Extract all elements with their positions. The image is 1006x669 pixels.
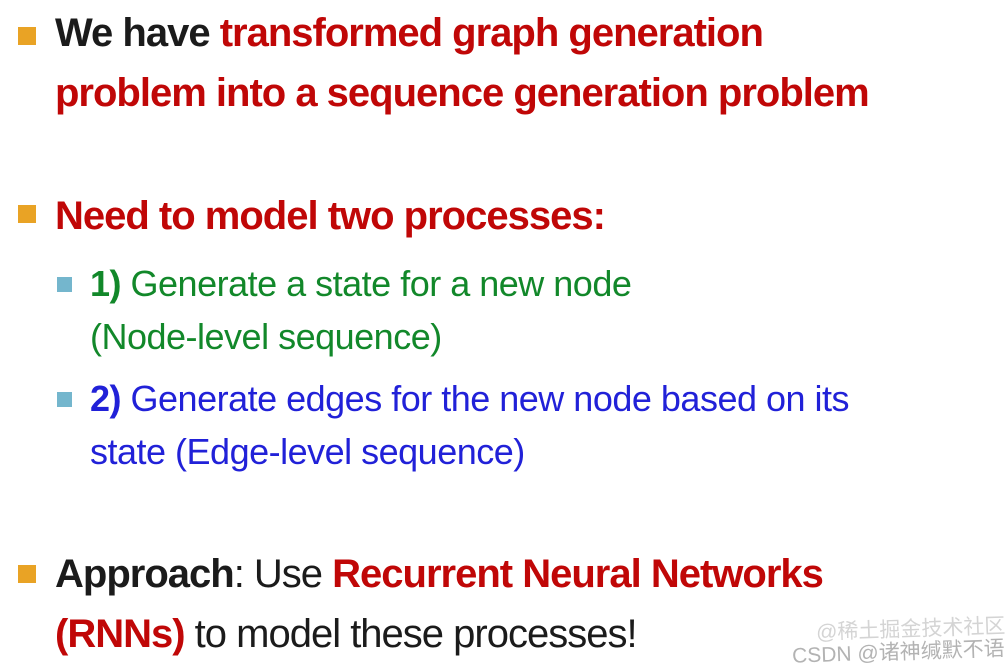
bullet-1-line-1: We have transformed graph generation xyxy=(55,3,869,63)
sub-bullet-2-line-1: 2) Generate edges for the new node based… xyxy=(90,372,850,425)
bullet-1-text: We have transformed graph generation pro… xyxy=(55,3,870,123)
bullet-square-icon xyxy=(18,27,36,45)
bullet-2-text: Need to model two processes: xyxy=(55,186,606,246)
watermark-csdn: CSDN @诸神缄默不语 xyxy=(791,637,1006,668)
sub-bullet-1-line-2: (Node-level sequence) xyxy=(90,310,631,363)
bullet-1-line-2: problem into a sequence generation probl… xyxy=(55,63,870,123)
bullet-2-line-1: Need to model two processes: xyxy=(55,186,606,246)
text-run: Recurrent Neural Networks xyxy=(332,552,824,596)
sub-bullet-1-text: 1) Generate a state for a new node (Node… xyxy=(90,257,632,363)
text-run: problem into a sequence generation probl… xyxy=(55,71,870,115)
text-run: We have xyxy=(55,11,220,55)
sub-bullet-2-text: 2) Generate edges for the new node based… xyxy=(90,372,850,478)
text-run: (Node-level sequence) xyxy=(90,316,442,357)
sub-bullet-square-icon xyxy=(57,392,72,407)
bullet-square-icon xyxy=(18,205,36,223)
bullet-3-line-1: Approach: Use Recurrent Neural Networks xyxy=(55,544,824,604)
bullet-3-text: Approach: Use Recurrent Neural Networks … xyxy=(55,544,824,664)
text-run: Need to model two processes: xyxy=(55,194,606,238)
sub-bullet-square-icon xyxy=(57,277,72,292)
text-run: to model these processes! xyxy=(184,612,638,656)
text-run: Generate edges for the new node based on… xyxy=(121,378,850,419)
bullet-square-icon xyxy=(18,565,36,583)
sub-bullet-1-line-1: 1) Generate a state for a new node xyxy=(90,257,632,310)
text-run: 2) xyxy=(90,378,122,419)
text-run: 1) xyxy=(90,263,122,304)
text-run: : Use xyxy=(233,552,333,596)
text-run: state (Edge-level sequence) xyxy=(90,431,525,472)
sub-bullet-2-line-2: state (Edge-level sequence) xyxy=(90,425,849,478)
text-run: Approach xyxy=(55,552,235,596)
bullet-3-line-2: (RNNs) to model these processes! xyxy=(55,604,823,664)
text-run: Generate a state for a new node xyxy=(121,263,632,304)
text-run: transformed graph generation xyxy=(219,11,764,55)
text-run: (RNNs) xyxy=(55,612,186,656)
